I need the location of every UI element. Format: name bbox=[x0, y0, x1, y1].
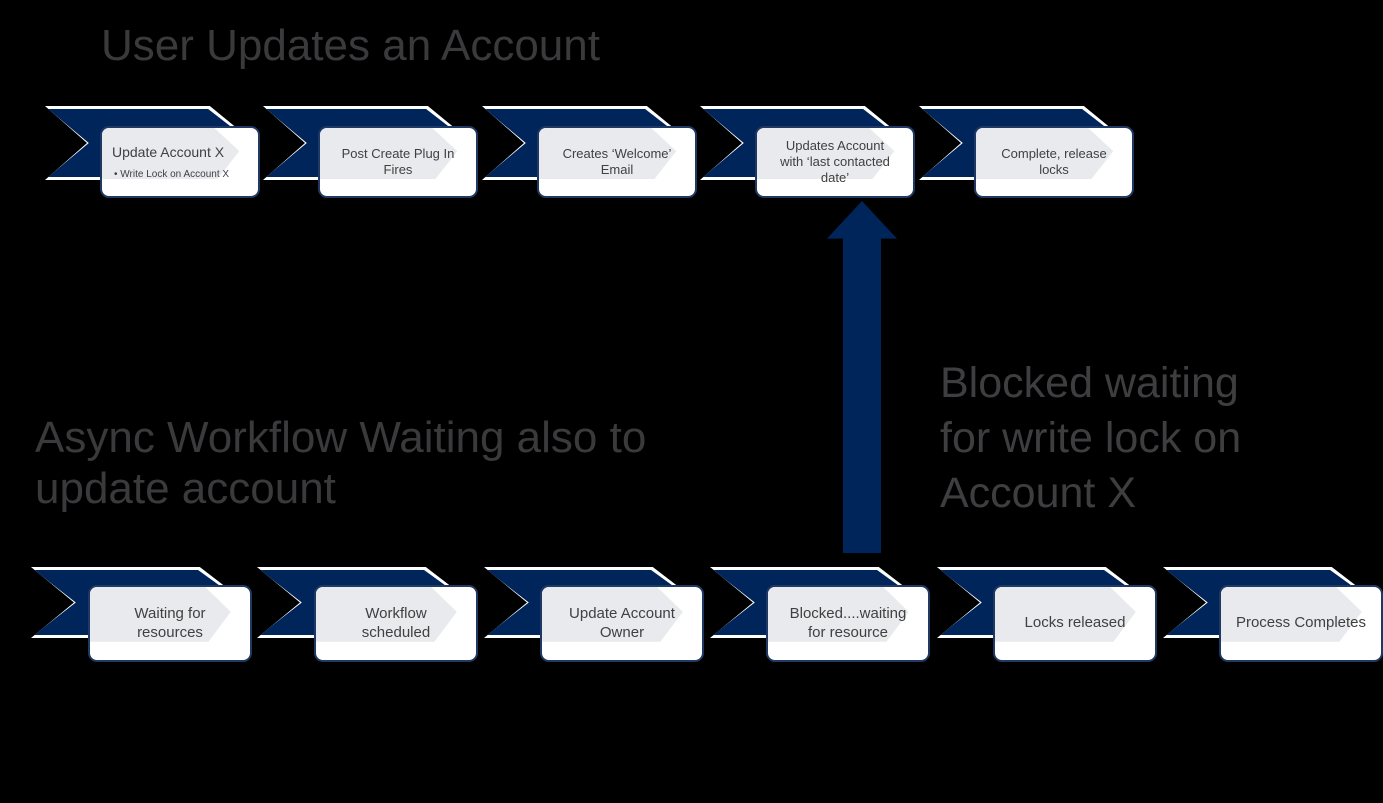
step-card: Post Create Plug In Fires bbox=[318, 126, 478, 198]
step-label: Update Account X bbox=[112, 144, 225, 161]
step-label: Workflow scheduled bbox=[361, 604, 431, 641]
step-label: Post Create Plug In Fires bbox=[341, 145, 455, 177]
step-bullet-text: Write Lock on Account X bbox=[112, 169, 229, 180]
step-label: Complete, release locks bbox=[1001, 145, 1107, 177]
step-card: Creates ‘Welcome’ Email bbox=[537, 126, 697, 198]
bottom-flow-title: Async Workflow Waiting also to update ac… bbox=[35, 413, 647, 514]
step-label: Process Completes bbox=[1235, 614, 1367, 632]
step-label: Updates Account with ‘last contacted dat… bbox=[780, 137, 890, 186]
step-card: Workflow scheduled bbox=[314, 585, 478, 662]
step-label: Creates ‘Welcome’ Email bbox=[562, 145, 672, 177]
blocked-up-arrow-icon bbox=[827, 201, 897, 553]
step-label: Blocked....waiting for resource bbox=[789, 604, 907, 641]
step-card: Update Account Owner bbox=[540, 585, 704, 662]
step-label: Update Account Owner bbox=[569, 604, 675, 641]
step-label: Waiting for resources bbox=[134, 604, 206, 641]
top-flow-title: User Updates an Account bbox=[101, 21, 600, 70]
step-card: Blocked....waiting for resource bbox=[766, 585, 930, 662]
step-card: Locks released bbox=[993, 585, 1157, 662]
step-card: Process Completes bbox=[1219, 585, 1383, 662]
step-label: Locks released bbox=[1024, 614, 1126, 632]
step-card: Waiting for resources bbox=[88, 585, 252, 662]
step-card: Complete, release locks bbox=[974, 126, 1134, 198]
step-card: Update Account X Write Lock on Account X bbox=[100, 126, 260, 198]
step-card: Updates Account with ‘last contacted dat… bbox=[755, 126, 915, 198]
blocked-annotation: Blocked waiting for write lock on Accoun… bbox=[940, 359, 1242, 518]
